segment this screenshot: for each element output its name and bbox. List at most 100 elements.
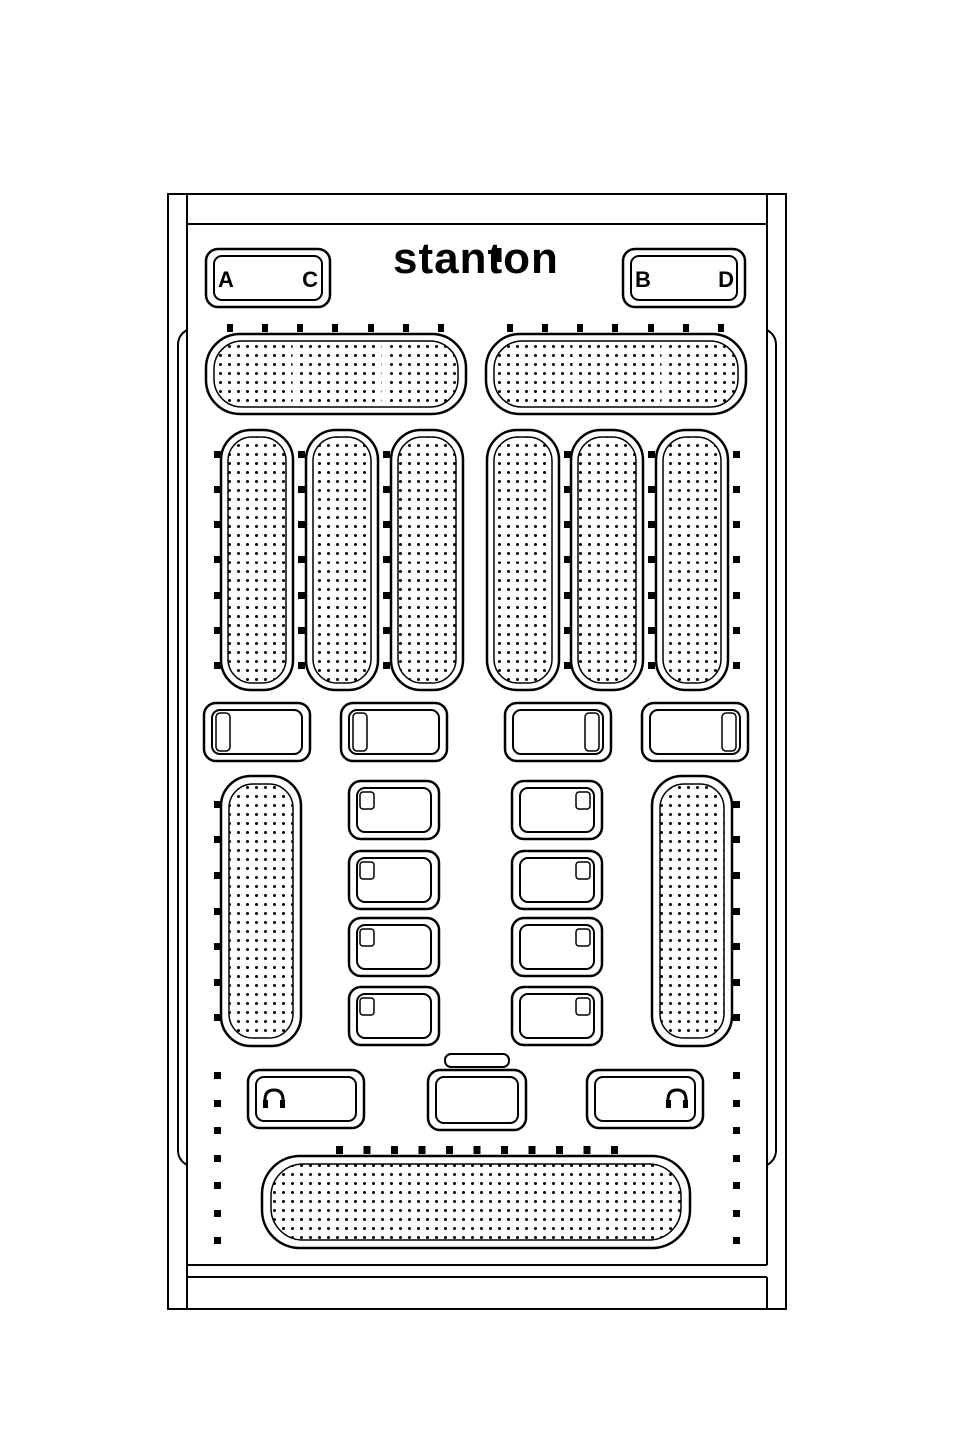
pad-right-1[interactable] (512, 781, 602, 839)
deck-a-label: A (218, 267, 234, 292)
pad-grid[interactable] (349, 781, 602, 1045)
led (556, 1146, 563, 1154)
led (564, 627, 571, 634)
top-strip-right[interactable] (486, 334, 746, 414)
pad-right-2[interactable] (512, 851, 602, 909)
led (214, 979, 221, 986)
led (611, 1146, 618, 1154)
top-led-row-right (507, 324, 724, 332)
led (214, 1100, 221, 1107)
led (733, 662, 740, 669)
stanton-logo: stanton (393, 234, 559, 283)
led (298, 521, 305, 528)
crossfader-strip[interactable] (262, 1156, 690, 1248)
led (733, 556, 740, 563)
led (446, 1146, 453, 1154)
deck-switch-right-button[interactable]: B D (623, 249, 745, 307)
led (214, 1210, 221, 1217)
led (214, 1127, 221, 1134)
volume-fader-left[interactable] (221, 776, 301, 1046)
deck-switch-left-button[interactable]: A C (206, 249, 330, 307)
pad-left-4[interactable] (349, 987, 439, 1045)
function-button-3[interactable] (505, 703, 611, 761)
function-button-1[interactable] (204, 703, 310, 761)
led (733, 1072, 740, 1079)
top-led-row-left (227, 324, 444, 332)
led (564, 451, 571, 458)
led (383, 592, 390, 599)
led (733, 1237, 740, 1244)
led (383, 662, 390, 669)
cue-button-left[interactable] (248, 1070, 364, 1128)
led (529, 1146, 536, 1154)
function-button-2[interactable] (341, 703, 447, 761)
led (298, 592, 305, 599)
pad-left-2[interactable] (349, 851, 439, 909)
pad-left-3[interactable] (349, 918, 439, 976)
function-button-row[interactable] (204, 703, 748, 761)
led (474, 1146, 481, 1154)
pad-left-1[interactable] (349, 781, 439, 839)
led (564, 662, 571, 669)
led (391, 1146, 398, 1154)
led (733, 943, 740, 950)
led (298, 486, 305, 493)
led (564, 556, 571, 563)
eq-strip-2[interactable] (306, 430, 378, 690)
led (733, 1014, 740, 1021)
led (336, 1146, 343, 1154)
led (214, 1182, 221, 1189)
led (214, 556, 221, 563)
led (383, 486, 390, 493)
center-shift-button[interactable] (428, 1054, 526, 1130)
led (214, 836, 221, 843)
led (733, 521, 740, 528)
led (584, 1146, 591, 1154)
eq-strip-1[interactable] (221, 430, 293, 690)
led (383, 521, 390, 528)
pad-right-4[interactable] (512, 987, 602, 1045)
crossfader-led-row (336, 1146, 618, 1154)
led (214, 627, 221, 634)
led (564, 592, 571, 599)
led (501, 1146, 508, 1154)
led (564, 521, 571, 528)
led (733, 486, 740, 493)
led (733, 1210, 740, 1217)
led (214, 943, 221, 950)
led (214, 908, 221, 915)
volume-fader-right[interactable] (652, 776, 732, 1046)
led (733, 872, 740, 879)
pad-right-3[interactable] (512, 918, 602, 976)
led (214, 1014, 221, 1021)
led (648, 662, 655, 669)
led (648, 486, 655, 493)
led (733, 1100, 740, 1107)
eq-strip-3[interactable] (391, 430, 463, 690)
function-button-4[interactable] (642, 703, 748, 761)
brand-text: stanton (393, 234, 559, 283)
led (214, 801, 221, 808)
led (298, 627, 305, 634)
led (383, 556, 390, 563)
cue-button-right[interactable] (587, 1070, 703, 1128)
led (214, 486, 221, 493)
led (214, 1072, 221, 1079)
led (733, 836, 740, 843)
eq-strip-5[interactable] (571, 430, 643, 690)
led (214, 872, 221, 879)
led (733, 801, 740, 808)
eq-strip-4[interactable] (487, 430, 559, 690)
led (733, 1127, 740, 1134)
led (733, 451, 740, 458)
eq-strip-6[interactable] (656, 430, 728, 690)
led (648, 451, 655, 458)
led (564, 486, 571, 493)
led (733, 908, 740, 915)
top-strip-left[interactable] (206, 334, 466, 414)
led (383, 451, 390, 458)
led (214, 592, 221, 599)
led (733, 1182, 740, 1189)
led (648, 521, 655, 528)
